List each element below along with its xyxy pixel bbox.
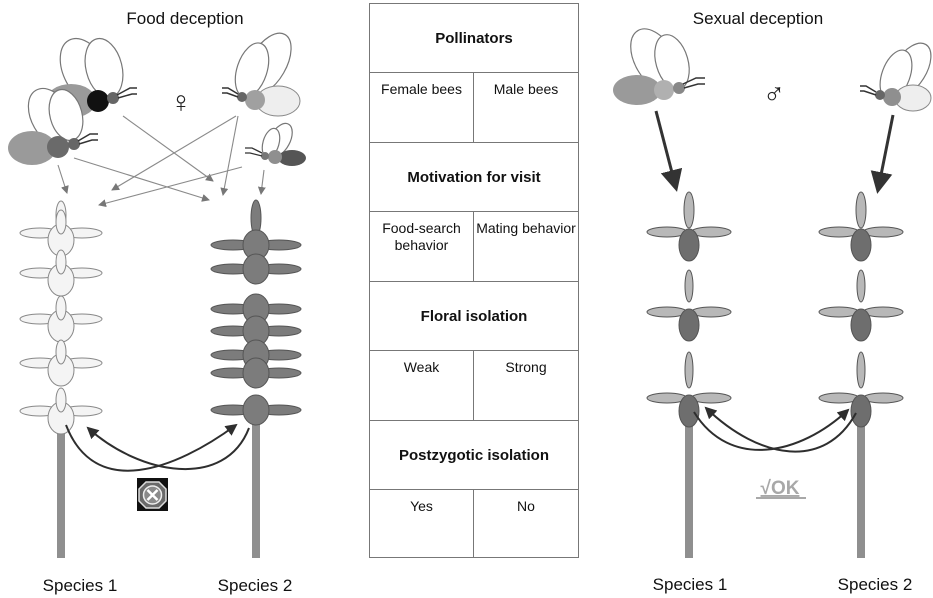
ok-label: √OK bbox=[761, 478, 800, 499]
stem-species-1-right bbox=[685, 420, 693, 558]
table-cell: Male bees bbox=[493, 81, 559, 97]
table-cell: Weak bbox=[370, 351, 474, 420]
visit-arrows bbox=[57, 115, 266, 208]
right-species-1-label: Species 1 bbox=[653, 575, 728, 594]
bee-icon bbox=[8, 87, 98, 165]
visit-arrows-right bbox=[654, 110, 895, 194]
left-panel-title: Food deception bbox=[126, 9, 243, 28]
table-row: Yes No bbox=[370, 490, 578, 557]
table-row: Weak Strong bbox=[370, 351, 578, 421]
right-species-2-label: Species 2 bbox=[838, 575, 913, 594]
bee-icon bbox=[222, 32, 301, 117]
table-header-text: Postzygotic isolation bbox=[398, 446, 549, 464]
flower-spike-species-1 bbox=[19, 200, 103, 435]
table-header-motivation: Motivation for visit bbox=[370, 143, 578, 212]
male-symbol: ♂ bbox=[763, 78, 786, 111]
table-cell: Strong bbox=[505, 359, 547, 375]
table-header-floral-isolation: Floral isolation bbox=[370, 282, 578, 351]
table-cell: Yes bbox=[370, 490, 474, 557]
blocked-icon bbox=[137, 478, 168, 511]
table-header-text: Pollinators bbox=[435, 29, 513, 47]
flower-spike-species-2-right bbox=[818, 191, 904, 428]
table-cell: Mating behavior bbox=[476, 220, 576, 236]
bee-icon bbox=[245, 122, 306, 166]
table-cell: No bbox=[517, 498, 535, 514]
stem-species-1 bbox=[57, 400, 65, 558]
stem-species-2-right bbox=[857, 420, 865, 558]
table-header-text: Floral isolation bbox=[420, 307, 528, 325]
bee-icon bbox=[613, 28, 705, 105]
female-symbol: ♀ bbox=[170, 86, 193, 119]
right-panel-title: Sexual deception bbox=[693, 9, 823, 28]
left-species-2-label: Species 2 bbox=[218, 576, 293, 595]
table-header-text: Motivation for visit bbox=[407, 168, 541, 186]
table-header-postzygotic-isolation: Postzygotic isolation bbox=[370, 421, 578, 490]
bee-icon bbox=[860, 42, 932, 112]
table-cell: Female bees bbox=[370, 73, 474, 142]
comparison-table: Pollinators Female bees Male bees Motiva… bbox=[369, 3, 579, 558]
flower-spike-species-1-right bbox=[646, 191, 732, 428]
table-cell: Food-search behavior bbox=[370, 212, 474, 281]
pollen-transfer-arrows bbox=[65, 423, 250, 472]
stem-species-2 bbox=[252, 400, 260, 558]
table-row: Female bees Male bees bbox=[370, 73, 578, 143]
pollen-transfer-arrows-right bbox=[693, 406, 857, 453]
table-row: Food-search behavior Mating behavior bbox=[370, 212, 578, 282]
flower-spike-species-2 bbox=[210, 199, 302, 426]
left-species-1-label: Species 1 bbox=[43, 576, 118, 595]
table-header-pollinators: Pollinators bbox=[370, 4, 578, 73]
